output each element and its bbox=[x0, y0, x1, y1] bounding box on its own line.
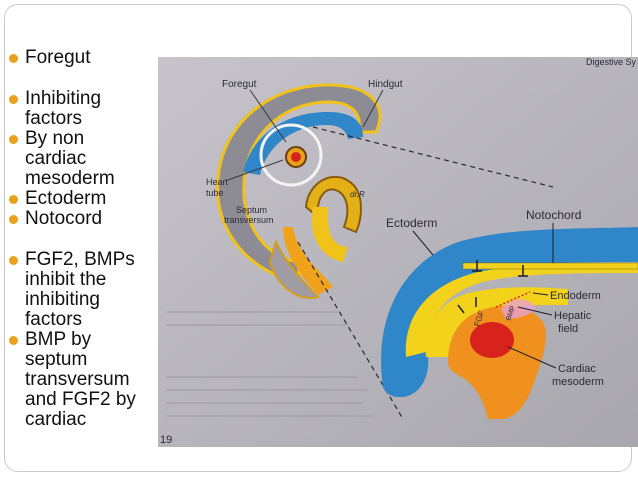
label-mesoderm: mesoderm bbox=[552, 376, 604, 388]
label-hindgut: Hindgut bbox=[368, 79, 403, 90]
embryo-sagittal-section bbox=[216, 83, 382, 299]
bullet-line: septum bbox=[25, 349, 88, 370]
label-septum: Septum bbox=[236, 205, 267, 215]
bullet-line: inhibit the bbox=[25, 269, 107, 290]
bullet-item: Foregut bbox=[8, 48, 158, 68]
label-field: field bbox=[558, 323, 578, 335]
page-number: 19 bbox=[160, 434, 172, 446]
bullet-line: inhibiting bbox=[25, 289, 100, 310]
bullet-line: mesoderm bbox=[25, 168, 115, 189]
label-heart: Heart bbox=[206, 177, 229, 187]
embryo-diagram: Digestive Sy 19 Foregut Hindgut Heart tu… bbox=[158, 57, 638, 447]
bullet-line: BMP by bbox=[25, 329, 92, 350]
bullet-line: and FGF2 by bbox=[25, 389, 136, 410]
inhibitor-markers bbox=[457, 260, 528, 314]
label-notochord: Notochord bbox=[526, 208, 581, 222]
header-text: Digestive Sy bbox=[586, 57, 637, 67]
label-tube: tube bbox=[206, 188, 224, 198]
bullet-line: Notocord bbox=[25, 208, 103, 229]
bullet-item: Notocord bbox=[8, 209, 158, 229]
bullet-line: Ectoderm bbox=[25, 188, 107, 209]
label-hepatic: Hepatic bbox=[554, 310, 592, 322]
bullet-line: factors bbox=[25, 309, 83, 330]
label-cardiac: Cardiac bbox=[558, 363, 596, 375]
bullet-line: transversum bbox=[25, 369, 130, 390]
bullet-line: FGF2, BMPs bbox=[25, 249, 135, 270]
label-endoderm: Endoderm bbox=[550, 290, 601, 302]
textbook-figure-photo: Digestive Sy 19 Foregut Hindgut Heart tu… bbox=[158, 57, 638, 447]
signature: dr.R bbox=[350, 190, 365, 199]
bullet-line: By non bbox=[25, 128, 85, 149]
faint-text-lines bbox=[166, 311, 373, 417]
bullet-line: cardiac bbox=[25, 409, 87, 430]
leader-lines-large bbox=[412, 223, 557, 369]
bullet-line: cardiac bbox=[25, 148, 87, 169]
bullet-line: factors bbox=[25, 108, 83, 129]
label-ectoderm: Ectoderm bbox=[386, 216, 437, 230]
label-transversum: transversum bbox=[224, 215, 274, 225]
bullet-line: Inhibiting bbox=[25, 88, 102, 109]
enlarged-foregut-diagram bbox=[381, 227, 638, 419]
bullet-item: Ectoderm bbox=[8, 189, 158, 209]
label-foregut: Foregut bbox=[222, 79, 257, 90]
bullet-line: Foregut bbox=[25, 47, 91, 68]
label-bmp: BMP bbox=[505, 305, 517, 322]
leader-lines-small bbox=[227, 89, 384, 181]
